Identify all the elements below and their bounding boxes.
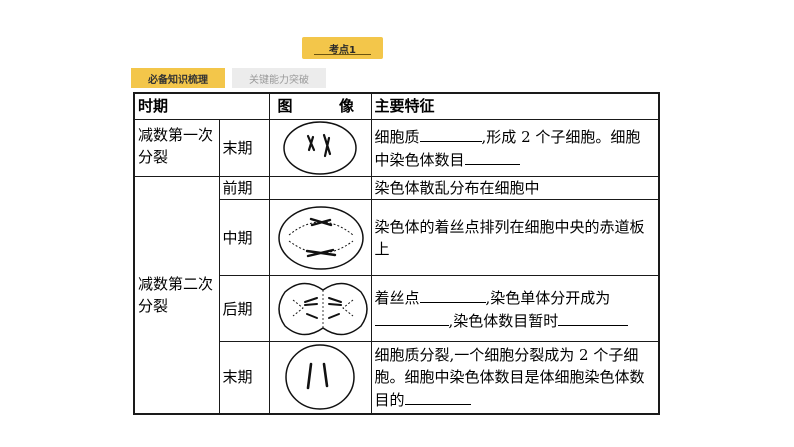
topic-tab[interactable]: 考点1 xyxy=(302,37,383,59)
table-row: 减数第二次分裂 前期 染色体散乱分布在细胞中 xyxy=(133,176,660,414)
feature-text: 细胞质分裂,一个细胞分裂成为 2 个子细胞。细胞中染色体数目是体细胞染色体数目的 xyxy=(374,345,645,409)
topic-tab-label: 考点1 xyxy=(329,44,356,56)
image-cell xyxy=(268,275,372,342)
division-label: 减数第二次分裂 xyxy=(133,176,220,414)
feature-text: ,形成 2 个子细胞。细胞中染色体数目 xyxy=(374,128,641,169)
meiosis-table: 时期 图 像 主要特征 减数第一次分裂 末期 细胞质,形成 2 个子细胞。细胞中… xyxy=(133,92,661,415)
image-cell xyxy=(268,341,372,414)
feature-cell: 细胞质分裂,一个细胞分裂成为 2 个子细胞。细胞中染色体数目是体细胞染色体数目的 xyxy=(370,341,660,414)
table-row: 末期 细胞质分裂,一个细胞分裂成为 2 个子细胞。细胞中染色体数目是体细胞染色体… xyxy=(134,341,660,414)
feature-text: 细胞质 xyxy=(374,128,420,146)
header-image-char1: 图 xyxy=(277,97,293,115)
fill-blank xyxy=(404,388,471,405)
division-label: 减数第一次分裂 xyxy=(133,119,220,177)
anaphase-two-cell-illustration xyxy=(277,282,368,335)
feature-text: ,染色单体分开成为 xyxy=(485,288,611,307)
table-header-row: 时期 图 像 主要特征 xyxy=(133,92,660,120)
metaphase-two-cell-illustration xyxy=(277,205,364,270)
feature-cell: 着丝点 ,染色单体分开成为 ,染色体数目暂时 xyxy=(370,275,660,342)
telophase-two-cell-illustration xyxy=(285,344,355,410)
telophase-one-cell-illustration xyxy=(283,121,357,175)
table-row: 中期 染色体的着丝点排列在细胞中央的赤道板上 xyxy=(134,199,660,276)
header-period: 时期 xyxy=(133,92,270,120)
header-image: 图 像 xyxy=(268,92,372,120)
stage-label: 末期 xyxy=(218,119,270,177)
tab-key-ability[interactable]: 关键能力突破 xyxy=(232,68,326,88)
topic-tab-underline xyxy=(314,54,371,55)
table-row: 减数第一次分裂 末期 细胞质,形成 2 个子细胞。细胞中染色体数目 xyxy=(133,119,660,177)
image-cell xyxy=(268,199,372,276)
feature-cell: 细胞质,形成 2 个子细胞。细胞中染色体数目 xyxy=(370,119,660,177)
feature-text: ,染色体数目暂时 xyxy=(448,311,559,330)
stage-label: 末期 xyxy=(218,341,270,414)
stage-label: 前期 xyxy=(218,176,270,200)
stage-label: 中期 xyxy=(218,199,270,276)
fill-blank xyxy=(419,286,486,303)
tab-essential-knowledge[interactable]: 必备知识梳理 xyxy=(131,68,225,88)
image-cell xyxy=(268,119,372,177)
fill-blank xyxy=(419,125,482,142)
table-row: 后期 着丝点 ,染色单体分开成为 ,染色体数目暂时 xyxy=(134,275,660,342)
stage-label: 后期 xyxy=(218,275,270,342)
fill-blank xyxy=(464,148,520,165)
feature-cell: 染色体的着丝点排列在细胞中央的赤道板上 xyxy=(370,199,660,276)
feature-cell: 染色体散乱分布在细胞中 xyxy=(370,176,660,200)
header-features: 主要特征 xyxy=(370,92,660,120)
feature-text: 着丝点 xyxy=(374,288,420,307)
fill-blank xyxy=(558,309,629,326)
header-image-char2: 像 xyxy=(339,97,355,115)
fill-blank xyxy=(374,309,449,326)
image-cell-empty xyxy=(268,176,372,200)
